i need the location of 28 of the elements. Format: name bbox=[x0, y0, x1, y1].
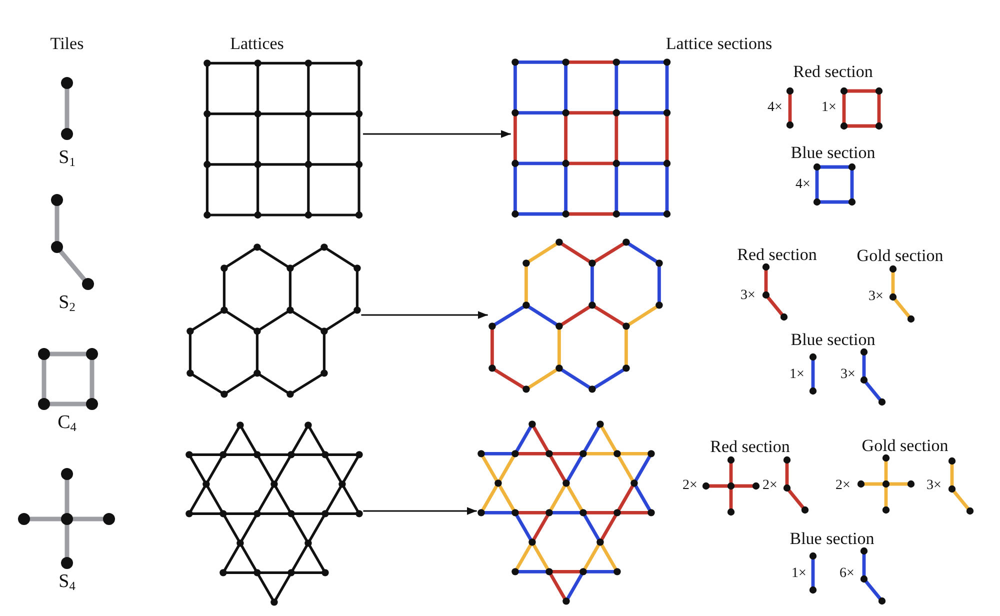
tile-name: S$_{4}$ bbox=[58, 571, 76, 593]
multiplicity-label: 1× bbox=[822, 100, 836, 116]
column-heading: Lattice sections bbox=[666, 34, 772, 54]
section-heading: Blue section bbox=[790, 143, 876, 163]
tile-name: S$_{2}$ bbox=[58, 292, 76, 314]
section-heading: Gold section bbox=[862, 436, 948, 456]
multiplicity-label: 6× bbox=[840, 566, 854, 582]
section-heading: Red section bbox=[737, 245, 817, 265]
section-heading: Blue section bbox=[790, 529, 874, 549]
column-heading: Tiles bbox=[50, 34, 84, 54]
multiplicity-label: 3× bbox=[840, 366, 856, 384]
multiplicity-label: 1× bbox=[790, 366, 804, 384]
multiplicity-label: 4× bbox=[796, 176, 810, 194]
tile-name: C$_{4}$ bbox=[58, 412, 76, 434]
multiplicity-label: 3× bbox=[926, 478, 942, 494]
section-heading: Red section bbox=[710, 437, 790, 457]
section-heading: Blue section bbox=[790, 330, 876, 350]
section-heading: Gold section bbox=[856, 246, 944, 266]
multiplicity-label: 3× bbox=[740, 288, 756, 304]
multiplicity-label: 2× bbox=[836, 478, 850, 494]
section-heading: Red section bbox=[793, 62, 873, 82]
column-heading: Lattices bbox=[230, 34, 284, 54]
multiplicity-label: 4× bbox=[768, 100, 782, 116]
multiplicity-label: 1× bbox=[792, 566, 806, 582]
tile-name: S$_{1}$ bbox=[58, 147, 76, 169]
multiplicity-label: 2× bbox=[682, 478, 698, 494]
multiplicity-label: 3× bbox=[868, 288, 884, 306]
multiplicity-label: 2× bbox=[762, 478, 778, 494]
